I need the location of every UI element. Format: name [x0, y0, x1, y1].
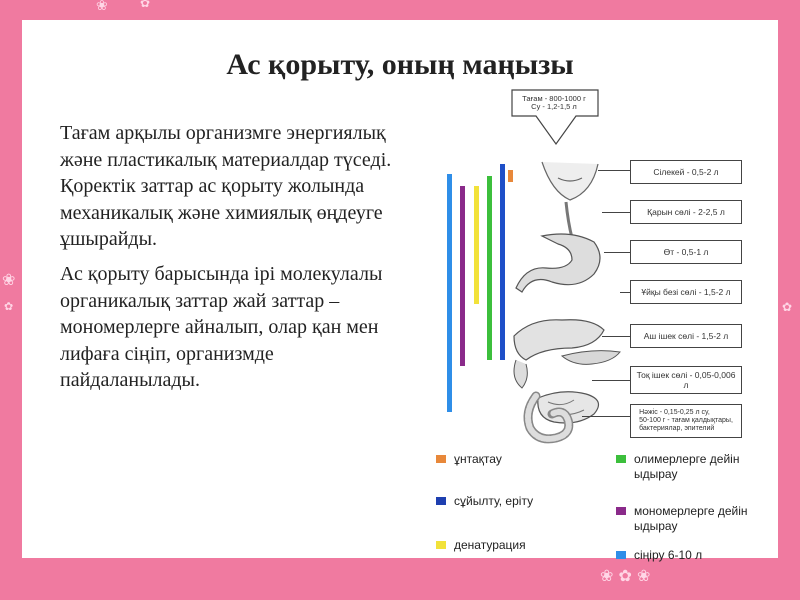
decor-flower-top: ✿ — [140, 0, 150, 10]
bar-monomer-breakdown — [460, 186, 465, 366]
callout-saliva: Сілекей - 0,5-2 л — [630, 160, 742, 184]
legend-swatch — [616, 551, 626, 559]
callout-bile: Өт - 0,5-1 л — [630, 240, 742, 264]
decor-flower-bottom-right: ❀ ✿ ❀ — [600, 566, 650, 585]
leader-line — [598, 170, 630, 171]
legend-item-denaturation: денатурация — [436, 538, 586, 553]
leader-line — [602, 212, 630, 213]
callout-feces: Нәжіс - 0,15-0,25 л су, 50-100 г - тағам… — [630, 404, 742, 438]
legend-label: сұйылту, еріту — [454, 494, 533, 509]
legend-label: олимерлерге дейін ыдырау — [634, 452, 766, 482]
legend-item-dilution: сұйылту, еріту — [436, 494, 586, 509]
bar-absorption — [447, 174, 452, 412]
legend-item-grinding: ұнтақтау — [436, 452, 586, 467]
legend-item-polymer-breakdown: олимерлерге дейін ыдырау — [616, 452, 766, 482]
leader-line — [604, 252, 630, 253]
decor-flower-left-2: ✿ — [4, 300, 13, 313]
legend-label: ұнтақтау — [454, 452, 502, 467]
decor-flower-left: ❀ — [2, 270, 15, 289]
callout-pancreatic-juice: Ұйқы безі сөлі - 1,5-2 л — [630, 280, 742, 304]
leader-line — [582, 416, 630, 417]
leader-line — [592, 380, 630, 381]
body-text: Тағам арқылы организмге энергиялық және … — [60, 120, 400, 402]
callout-colon-juice: Тоқ ішек сөлі - 0,05-0,006 л — [630, 366, 742, 394]
legend-swatch — [616, 507, 626, 515]
legend-swatch — [436, 541, 446, 549]
legend-label: денатурация — [454, 538, 526, 553]
callout-intestinal-juice: Аш ішек сөлі - 1,5-2 л — [630, 324, 742, 348]
legend-swatch — [436, 455, 446, 463]
digestion-diagram: Тағам - 800-1000 г Су - 1,2-1,5 л — [432, 86, 778, 558]
slide: Ас қорыту, оның маңызы Тағам арқылы орга… — [22, 20, 778, 558]
legend-swatch — [616, 455, 626, 463]
paragraph-2: Ас қорыту барысында ірі молекулалы орган… — [60, 261, 400, 394]
legend-label: сіңіру 6-10 л — [634, 548, 702, 563]
callout-gastric-juice: Қарын сөлі - 2-2,5 л — [630, 200, 742, 224]
legend-swatch — [436, 497, 446, 505]
legend-item-absorption: сіңіру 6-10 л — [616, 548, 766, 563]
paragraph-1: Тағам арқылы организмге энергиялық және … — [60, 120, 400, 253]
decor-flower-top-left: ❀ — [96, 0, 108, 14]
legend-label: мономерлерге дейін ыдырау — [634, 504, 766, 534]
decor-flower-right: ✿ — [782, 300, 792, 314]
leader-line — [602, 336, 630, 337]
bar-denaturation — [474, 186, 479, 304]
intake-label: Тағам - 800-1000 г Су - 1,2-1,5 л — [514, 92, 594, 114]
page-title: Ас қорыту, оның маңызы — [22, 48, 778, 82]
leader-line — [620, 292, 630, 293]
bar-polymer-breakdown — [487, 176, 492, 360]
legend-item-monomer-breakdown: мономерлерге дейін ыдырау — [616, 504, 766, 534]
